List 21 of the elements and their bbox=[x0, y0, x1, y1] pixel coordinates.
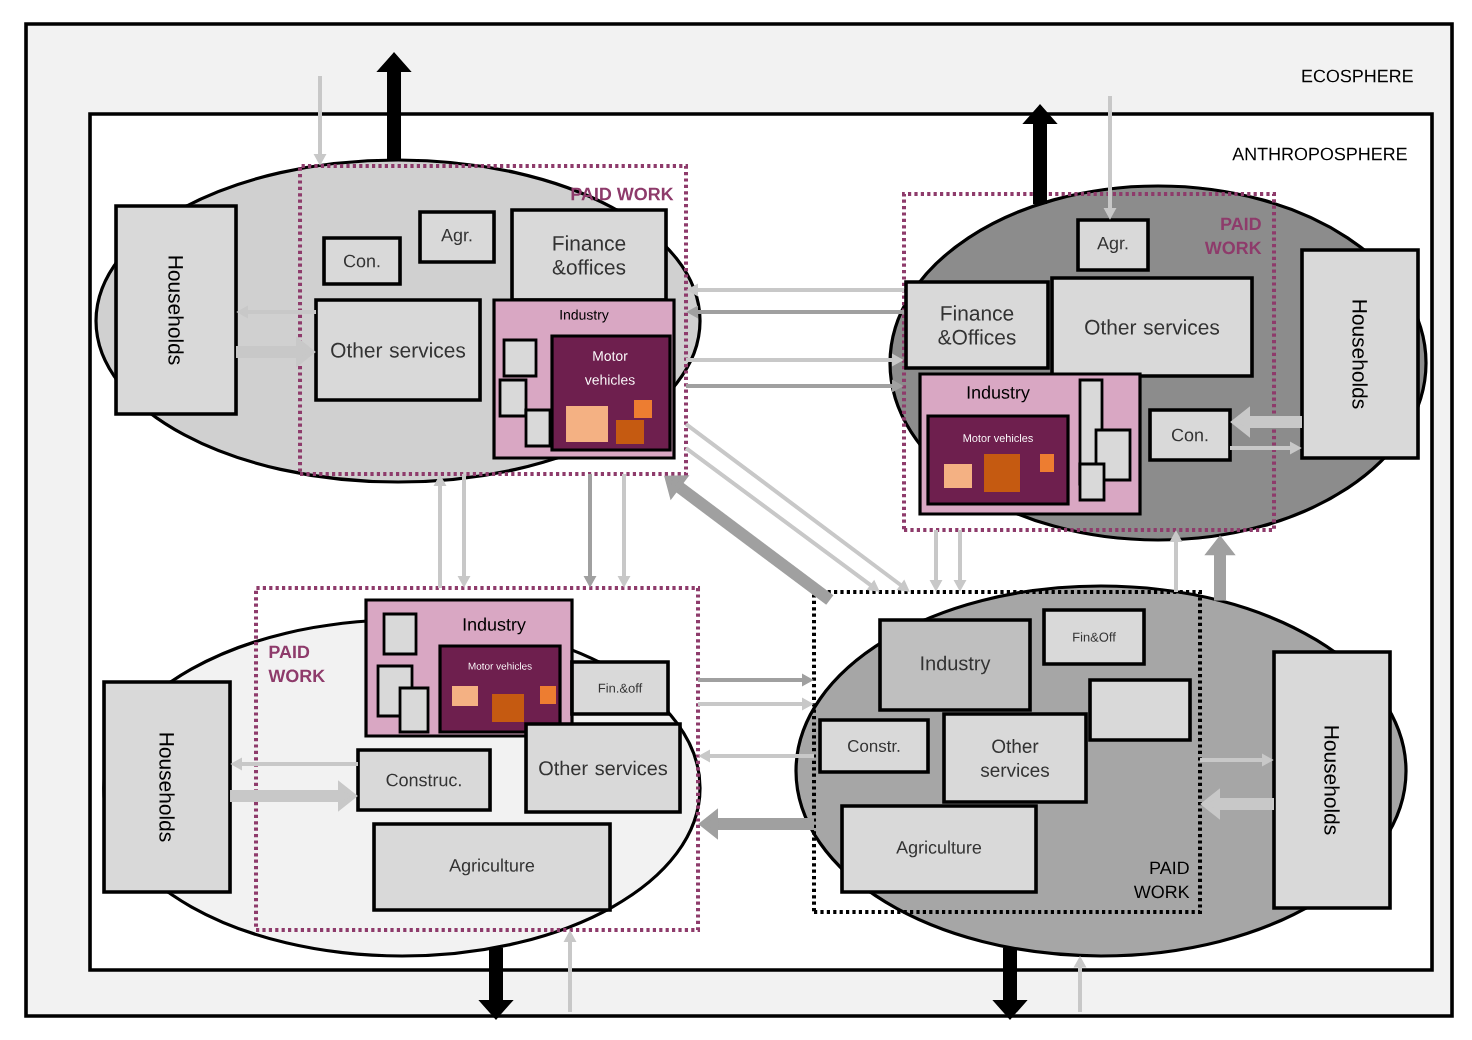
household-box: Households bbox=[114, 204, 238, 416]
sector-box: Agr. bbox=[418, 210, 496, 264]
sector-box: Agriculture bbox=[840, 804, 1038, 894]
sector-box: Constr. bbox=[818, 718, 930, 774]
sector-box: Con. bbox=[1148, 408, 1232, 462]
sector-box: Finance &Offices bbox=[904, 280, 1050, 370]
sector-box: Agriculture bbox=[372, 822, 612, 912]
sector-box: Other services bbox=[314, 298, 482, 402]
flow-arrow bbox=[664, 475, 834, 605]
sector-box: Finance &offices bbox=[510, 208, 668, 302]
household-box: Households bbox=[1300, 248, 1420, 460]
sector-box: Other services bbox=[942, 712, 1088, 804]
sector-box: Other services bbox=[524, 722, 682, 814]
sector-box: Industry bbox=[878, 618, 1032, 712]
sector-box: Con. bbox=[322, 236, 402, 286]
household-box: Households bbox=[102, 680, 232, 894]
sector-box bbox=[1088, 678, 1192, 742]
sector-box: Agr. bbox=[1076, 218, 1150, 272]
sector-box: Other services bbox=[1050, 276, 1254, 378]
sector-box: Construc. bbox=[356, 748, 492, 812]
household-box: Households bbox=[1272, 650, 1392, 910]
